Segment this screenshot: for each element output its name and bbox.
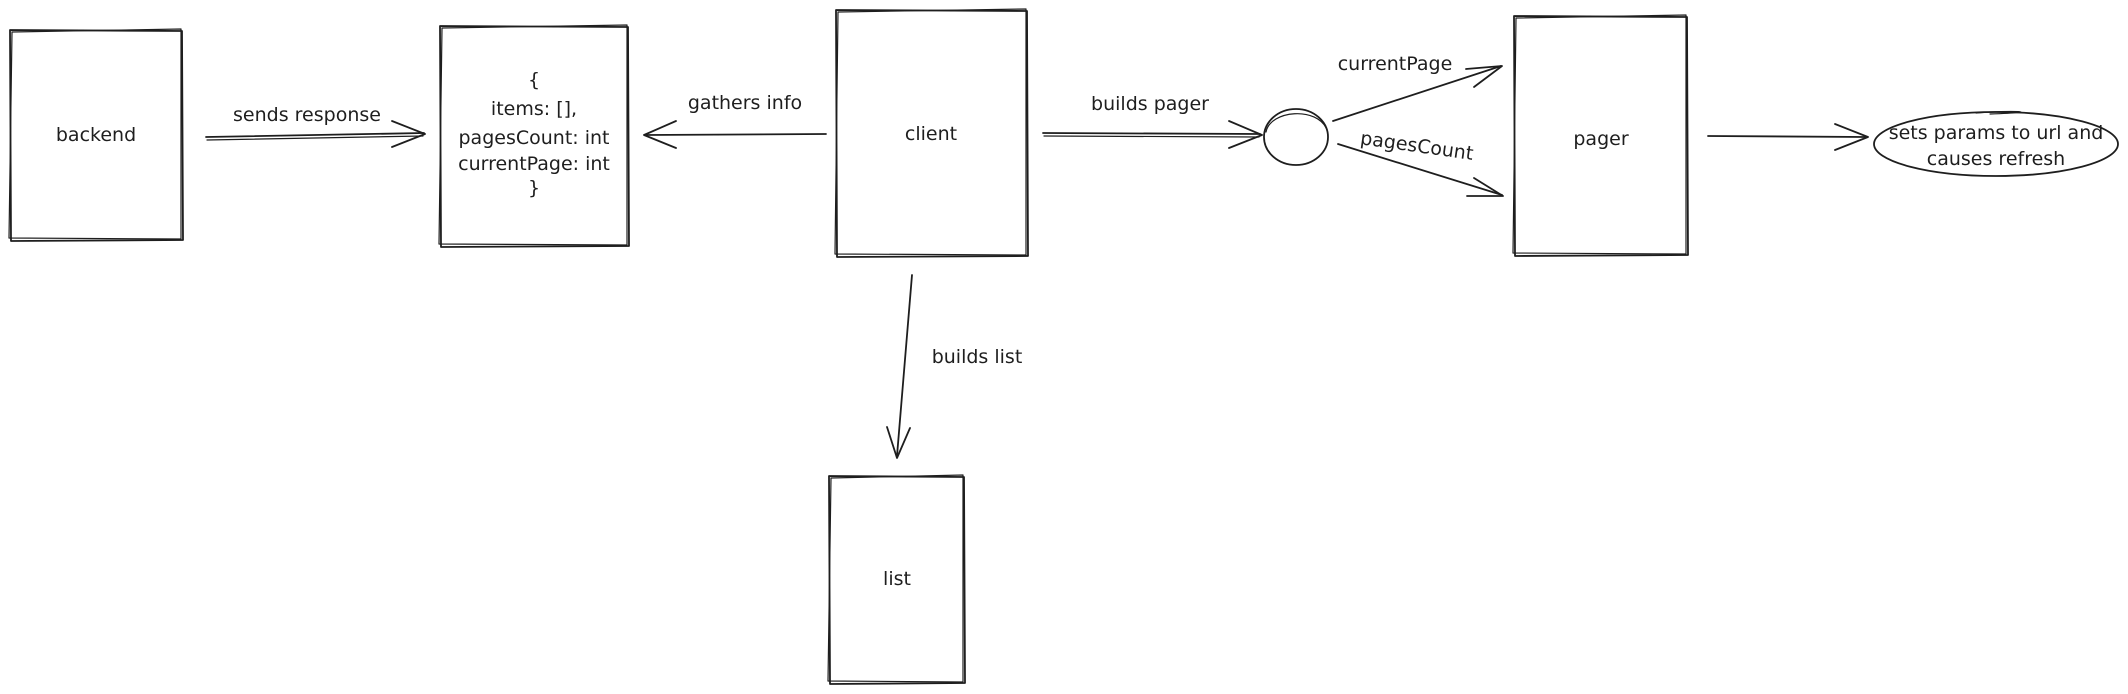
backend-label: backend [56, 124, 136, 146]
response-line-1: items: [], [491, 98, 577, 120]
list-label: list [883, 568, 911, 590]
edge-builds-list-label: builds list [932, 346, 1023, 368]
edge-current-page-label: currentPage [1338, 53, 1453, 75]
edge-builds-pager[interactable]: builds pager [1042, 93, 1263, 149]
list-node[interactable]: list [827, 474, 966, 685]
edge-gathers-info-label: gathers info [688, 92, 802, 114]
edge-gathers-info[interactable]: gathers info [643, 92, 827, 149]
edge-sends-response-label: sends response [233, 104, 381, 126]
edge-pages-count-label: pagesCount [1359, 127, 1475, 165]
refresh-line-1: causes refresh [1927, 148, 2065, 170]
response-line-2: pagesCount: int [459, 127, 610, 149]
client-label: client [905, 123, 957, 145]
backend-node[interactable]: backend [8, 28, 184, 242]
edge-current-page[interactable]: currentPage [1332, 53, 1503, 122]
refresh-node[interactable]: sets params to url and causes refresh [1873, 110, 2119, 177]
edge-builds-list[interactable]: builds list [886, 274, 1023, 459]
pager-label: pager [1573, 128, 1628, 150]
arrowhead-icon [1228, 120, 1263, 149]
arrowhead-icon [1834, 123, 1869, 151]
arrowhead-icon [391, 120, 426, 148]
edge-pages-count[interactable]: pagesCount [1337, 127, 1504, 197]
refresh-line-0: sets params to url and [1889, 122, 2104, 144]
response-line-3: currentPage: int [458, 153, 610, 175]
edge-pager-to-refresh[interactable] [1707, 123, 1869, 151]
edge-builds-pager-label: builds pager [1091, 93, 1209, 115]
pager-node[interactable]: pager [1512, 14, 1689, 257]
response-line-4: } [528, 177, 540, 199]
arrowhead-icon [1465, 65, 1503, 88]
junction-node[interactable] [1263, 108, 1329, 166]
edge-sends-response[interactable]: sends response [205, 104, 426, 148]
response-line-0: { [528, 69, 540, 91]
arrowhead-icon [1466, 177, 1504, 197]
client-node[interactable]: client [834, 8, 1029, 258]
arrowhead-icon [643, 120, 677, 149]
response-node[interactable]: { items: [], pagesCount: int currentPage… [438, 24, 630, 248]
arrowhead-icon [886, 426, 911, 459]
